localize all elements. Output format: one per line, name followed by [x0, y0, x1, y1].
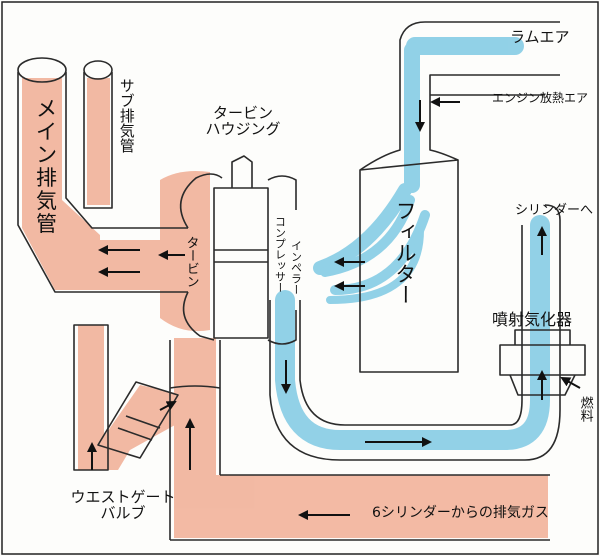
exhaust-from-cylinders-label: 6シリンダーからの排気ガス	[372, 505, 549, 521]
wastegate-line-2: バルブ	[100, 503, 146, 522]
outlines	[17, 21, 586, 541]
wastegate-label: ウエストゲート バルブ	[58, 488, 188, 522]
arrows	[87, 97, 581, 520]
turbine-housing-label: タービン ハウジング	[198, 104, 288, 138]
carburetor-label: 噴射気化器	[492, 310, 573, 329]
sub-exhaust-label: サブ排気管	[117, 78, 136, 153]
engine-air-label: エンジン放熱エア	[492, 91, 589, 105]
filter-label: フィルター	[393, 200, 418, 305]
compressor-label-1: コンプレッサー	[273, 216, 287, 293]
air-flow	[275, 37, 550, 450]
main-exhaust-label: メイン排気管	[36, 97, 57, 237]
turbine-label: タービン	[183, 236, 199, 288]
compressor-label-2: インペラー	[289, 240, 303, 295]
fuel-label: 燃料	[577, 396, 593, 422]
wastegate-line-1: ウエストゲート	[70, 488, 176, 506]
arrow-icon	[159, 401, 177, 411]
exhaust-flow	[22, 78, 548, 538]
arrow-icon	[560, 377, 581, 389]
to-cylinder-label: シリンダーへ	[515, 203, 594, 218]
turbine-housing-line-1: タービン	[212, 104, 273, 122]
turbine-housing-line-2: ハウジング	[205, 119, 281, 138]
ram-air-label: ラムエア	[510, 28, 570, 46]
